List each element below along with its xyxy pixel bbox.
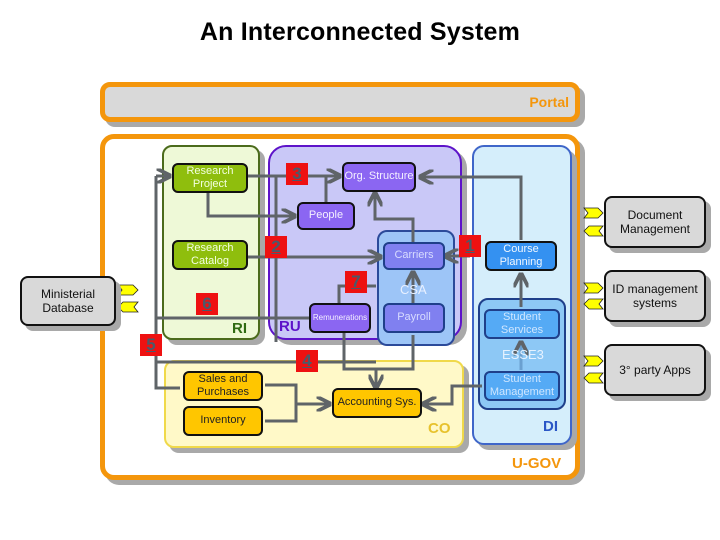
node-remunerations[interactable]: Remunerations bbox=[309, 303, 371, 333]
connector-carriers-org bbox=[375, 193, 415, 245]
flag-3p-in bbox=[583, 372, 604, 384]
co-label: CO bbox=[428, 420, 451, 437]
ext-ministerial-database[interactable]: Ministerial Database bbox=[20, 276, 116, 326]
csa-label: CSA bbox=[400, 282, 427, 297]
flag-id-out bbox=[583, 282, 604, 294]
connector-research-people bbox=[206, 192, 295, 216]
flag-ministerial-out bbox=[117, 284, 139, 296]
di-label: DI bbox=[543, 418, 558, 435]
connector-course-org bbox=[420, 177, 523, 240]
node-people[interactable]: People bbox=[297, 202, 355, 230]
flag-3p-out bbox=[583, 355, 604, 367]
flag-document-out bbox=[583, 207, 604, 219]
badge-5: 5 bbox=[140, 334, 162, 356]
connector-student-accounting bbox=[423, 384, 482, 404]
node-research-project[interactable]: Research Project bbox=[172, 163, 248, 193]
diagram-title: An Interconnected System bbox=[199, 18, 521, 46]
node-student-services[interactable]: Student Services bbox=[484, 309, 560, 339]
node-research-catalog[interactable]: Research Catalog bbox=[172, 240, 248, 270]
ext-third-party-apps[interactable]: 3° party Apps bbox=[604, 344, 706, 396]
portal-label: Portal bbox=[529, 94, 569, 110]
connector-sales-accounting bbox=[265, 383, 330, 404]
connector-inventory-accounting bbox=[265, 404, 298, 423]
ri-label: RI bbox=[232, 320, 247, 337]
badge-4: 4 bbox=[296, 350, 318, 372]
badge-7: 7 bbox=[345, 271, 367, 293]
ugov-label: U-GOV bbox=[512, 455, 562, 472]
ext-id-management[interactable]: ID management systems bbox=[604, 270, 706, 322]
badge-3: 3 bbox=[286, 163, 308, 185]
flag-id-in bbox=[583, 298, 604, 310]
connector-payroll-accounting bbox=[376, 335, 415, 388]
node-inventory[interactable]: Inventory bbox=[183, 406, 263, 436]
flag-ministerial-in bbox=[117, 301, 139, 313]
badge-6: 6 bbox=[196, 293, 218, 315]
node-course-planning[interactable]: Course Planning bbox=[485, 241, 557, 271]
ru-label: RU bbox=[279, 318, 301, 335]
connector-remuneration-accounting bbox=[342, 332, 376, 371]
node-payroll[interactable]: Payroll bbox=[383, 303, 445, 333]
connector-trunk-5 bbox=[154, 176, 180, 390]
node-sales-purchases[interactable]: Sales and Purchases bbox=[183, 371, 263, 401]
esse3-label: ESSE3 bbox=[502, 347, 544, 362]
node-carriers[interactable]: Carriers bbox=[383, 242, 445, 270]
interface-flags bbox=[117, 207, 604, 384]
flag-document-in bbox=[583, 225, 604, 237]
node-org-structure[interactable]: Org. Structure bbox=[342, 162, 416, 192]
badge-2: 2 bbox=[265, 236, 287, 258]
portal-frame: Portal bbox=[100, 82, 580, 122]
badge-1: 1 bbox=[459, 235, 481, 257]
node-accounting[interactable]: Accounting Sys. bbox=[332, 388, 422, 418]
node-student-management[interactable]: Student Management bbox=[484, 371, 560, 401]
ext-document-management[interactable]: Document Management bbox=[604, 196, 706, 248]
